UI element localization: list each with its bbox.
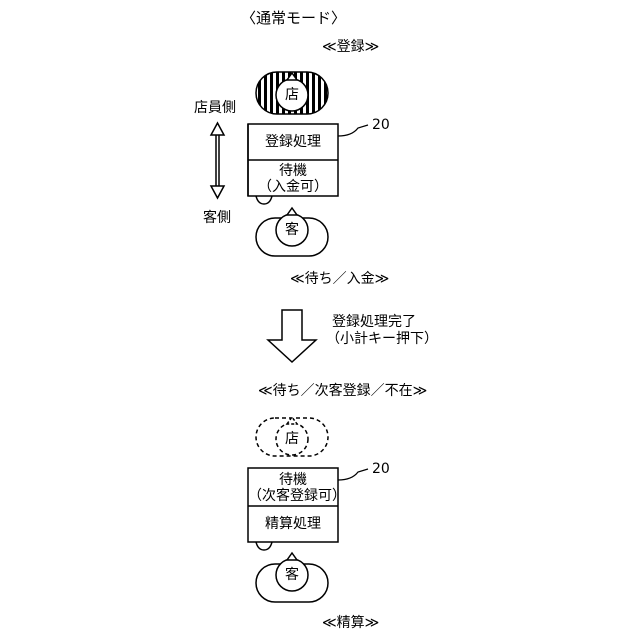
heading-settlement: ≪精算≫: [322, 614, 379, 632]
customer-person-bottom-label: 客: [282, 566, 302, 584]
box-top-lower-line2: （入金可）: [248, 178, 338, 196]
transition-line2: （小計キー押下）: [326, 330, 438, 348]
shop-person-label: 店: [282, 86, 302, 104]
heading-register: ≪登録≫: [322, 38, 379, 56]
transition-arrow-icon: [268, 310, 316, 362]
page-title: 〈通常モード〉: [241, 9, 346, 27]
double-arrow-icon: [211, 123, 224, 198]
customer-person-label: 客: [282, 221, 302, 239]
box-bottom-upper-line2: （次客登録可）: [248, 487, 338, 505]
box-bottom-lower-label: 精算処理: [248, 515, 338, 533]
ref-number-top: 20: [372, 116, 390, 134]
staff-side-label: 店員側: [194, 99, 236, 117]
customer-side-label: 客側: [203, 209, 231, 227]
box-top-upper-label: 登録処理: [248, 133, 338, 151]
heading-wait-deposit: ≪待ち／入金≫: [290, 270, 389, 288]
ref-number-bottom: 20: [372, 460, 390, 478]
transition-line1: 登録処理完了: [332, 313, 416, 331]
heading-wait-next-absent: ≪待ち／次客登録／不在≫: [258, 382, 427, 400]
shop-person-dashed-label: 店: [282, 430, 302, 448]
